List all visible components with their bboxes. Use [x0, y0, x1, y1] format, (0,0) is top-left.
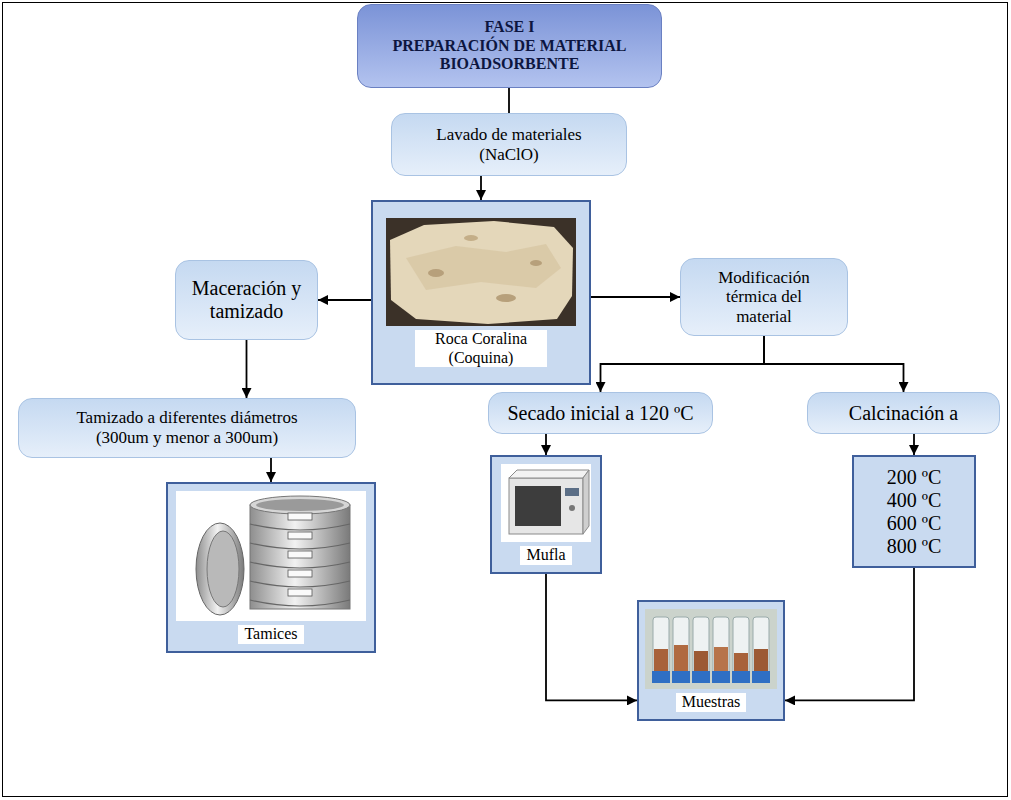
tube-cap: [752, 671, 770, 683]
rock-pore: [464, 235, 478, 241]
process-box: Secado inicial a 120 ºC: [488, 392, 713, 434]
sieve-top: [250, 496, 350, 514]
node-text: Tamices: [238, 625, 303, 643]
image-box: Muestras: [637, 600, 785, 721]
sample-tubes: [652, 617, 770, 683]
temperature-box: 200 ºC400 ºC600 ºC800 ºC: [852, 455, 976, 568]
rock-shade: [406, 244, 561, 290]
rock-pore: [428, 269, 444, 277]
tube: [653, 617, 669, 675]
tube-content: [654, 649, 668, 673]
tube-content: [694, 651, 708, 673]
flow-arrow: [591, 296, 680, 298]
node-text: Tamizado a diferentes diámetros (300um y…: [56, 408, 318, 447]
samples-photo: [645, 609, 777, 689]
photo-ground: [645, 609, 777, 689]
muffle-furnace-picture: [501, 464, 591, 542]
node-text: Maceración y tamizado: [186, 277, 308, 323]
tube: [753, 617, 769, 675]
node-text: Roca Coralina (Coquina): [415, 330, 547, 367]
tube-cap: [732, 671, 750, 683]
node-text: PREPARACIÓN DE MATERIAL BIOADSORBENTE: [391, 37, 629, 74]
tube-cap: [692, 671, 710, 683]
phase-title-box: FASE IPREPARACIÓN DE MATERIAL BIOADSORBE…: [357, 4, 662, 88]
furnace-body: [509, 478, 583, 534]
furnace-knob: [569, 505, 575, 511]
node-text: Calcinación a: [849, 402, 958, 425]
photo-ground: [386, 218, 576, 326]
tube: [673, 617, 689, 675]
process-box: Modificación térmica del material: [680, 258, 848, 336]
flow-arrow: [508, 88, 510, 113]
furnace-side: [583, 470, 589, 534]
phase-heading: FASE I: [485, 18, 535, 36]
sieve-plate: [288, 551, 312, 558]
node-text: Muestras: [676, 693, 747, 711]
image-box: Mufla: [490, 455, 602, 574]
process-box: Tamizado a diferentes diámetros (300um y…: [18, 398, 356, 458]
sieve-ring: [196, 523, 244, 615]
furnace-door: [515, 486, 561, 526]
picture-ground: [176, 491, 366, 621]
tube-content: [734, 653, 748, 673]
tube-content: [754, 649, 768, 673]
furnace-top: [509, 470, 589, 478]
flow-arrow: [318, 299, 371, 301]
node-text: Lavado de materiales (NaClO): [429, 125, 589, 164]
tube: [713, 617, 729, 675]
rock-pore: [530, 260, 542, 266]
tube-content: [714, 647, 728, 673]
sieve-plate: [288, 570, 312, 577]
rock-body: [390, 221, 573, 324]
flow-arrow: [764, 336, 904, 392]
image-box: Roca Coralina (Coquina): [371, 200, 591, 385]
sieve-rims: [250, 524, 350, 606]
furnace-panel: [565, 488, 579, 496]
tube-cap: [652, 671, 670, 683]
process-box: Calcinación a: [807, 392, 1000, 434]
sieve-mesh: [207, 531, 239, 607]
node-text: 600 ºC: [887, 512, 942, 535]
process-box: Lavado de materiales (NaClO): [391, 113, 627, 176]
node-text: 200 ºC: [887, 466, 942, 489]
flow-arrow: [601, 336, 765, 392]
picture-ground: [501, 464, 591, 542]
flow-arrow: [546, 574, 637, 700]
node-text: Modificación térmica del material: [712, 268, 816, 327]
tube: [693, 617, 709, 675]
tube-cap: [712, 671, 730, 683]
flow-arrow: [913, 434, 915, 455]
sieve-plate: [288, 532, 312, 539]
image-box: Tamices: [166, 482, 376, 653]
flow-arrow: [246, 340, 248, 398]
flow-arrow: [545, 434, 547, 455]
node-text: Mufla: [520, 546, 571, 564]
flow-arrow: [785, 568, 914, 700]
coral-rock-photo: [386, 218, 576, 326]
process-box: Maceración y tamizado: [175, 260, 318, 340]
sieve-plate: [288, 589, 312, 596]
sieve-mesh: [256, 499, 344, 511]
flow-arrow: [270, 458, 272, 482]
rock-pore: [496, 294, 516, 302]
tube-content: [674, 645, 688, 673]
tube: [733, 617, 749, 675]
node-text: 400 ºC: [887, 489, 942, 512]
node-text: 800 ºC: [887, 535, 942, 558]
node-text: Secado inicial a 120 ºC: [507, 402, 693, 425]
sieve-plate: [288, 513, 312, 520]
tube-cap: [672, 671, 690, 683]
sieve-stack: [250, 505, 350, 609]
sieves-picture: [176, 491, 366, 621]
flow-arrow: [480, 176, 482, 200]
